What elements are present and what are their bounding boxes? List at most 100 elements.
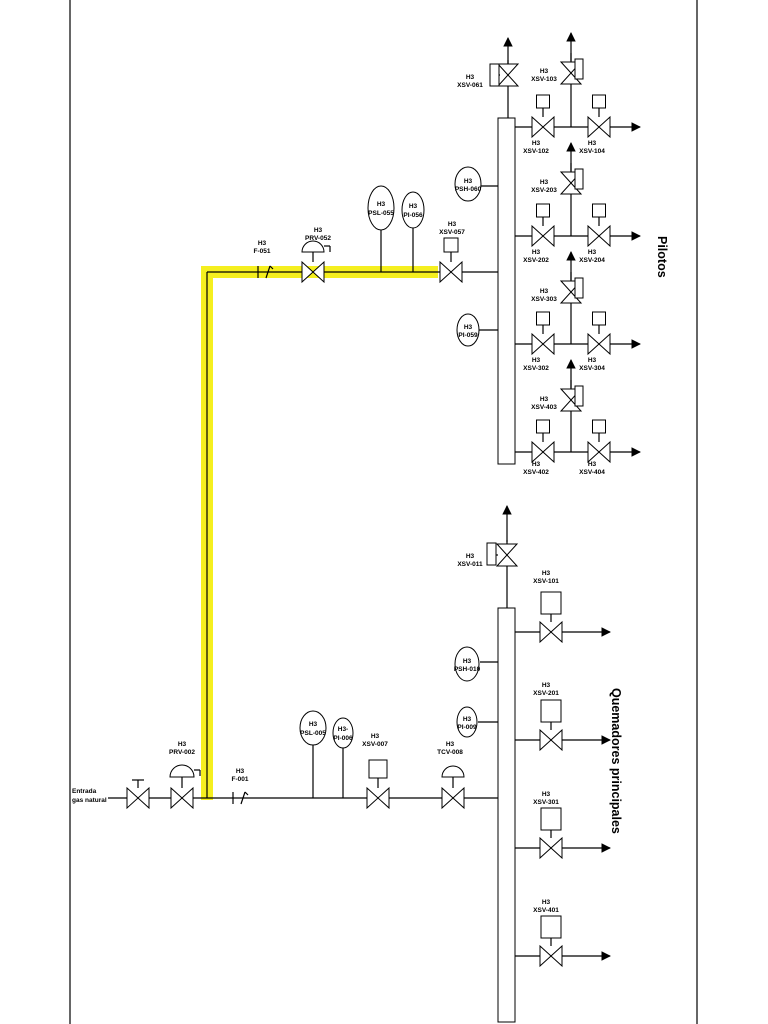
- xsv-203-label-line2: XSV-203: [531, 187, 557, 194]
- xsv-007-actuator: [368, 759, 388, 788]
- xsv-301-valve-body: [539, 836, 563, 860]
- xsv-104-actuator-box: [592, 94, 606, 109]
- xsv-101-label-line1: H3: [542, 570, 551, 577]
- psl-005-gauge-bubble: [299, 710, 327, 746]
- xsv-204-valve: [587, 224, 611, 248]
- xsv-402-valve-body: [531, 440, 555, 464]
- tcv-008-valve: [441, 786, 465, 810]
- main-piping: [108, 117, 516, 1023]
- xsv-201-valve: [539, 728, 563, 752]
- xsv-402-actuator: [536, 419, 550, 442]
- pilot-header: [497, 117, 516, 465]
- prv-052-label-line1: H3: [314, 227, 323, 234]
- xsv-203-label-line1: H3: [540, 179, 549, 186]
- pi-006-gauge-text2: PI-006: [333, 735, 353, 742]
- xsv-057-valve-body: [439, 260, 463, 284]
- xsv-061-label-line1: H3: [466, 74, 475, 81]
- xsv-404-valve-body: [587, 440, 611, 464]
- xsv-401-label-line2: XSV-401: [533, 907, 559, 914]
- psh-060-bubble: [454, 166, 482, 202]
- f-001-label-line2: F-001: [232, 776, 249, 783]
- xsv-007-actuator-box: [368, 759, 388, 779]
- f-051-label-line2: F-051: [254, 248, 271, 255]
- xsv-303-actuator: [574, 277, 584, 299]
- xsv-102-label-line2: XSV-102: [523, 148, 549, 155]
- xsv-011-label-line1: H3: [466, 553, 475, 560]
- pi-059-label-line2: PI-059: [458, 332, 478, 339]
- xsv-201-label-line2: XSV-201: [533, 690, 559, 697]
- xsv-301-label-line2: XSV-301: [533, 799, 559, 806]
- main-burner-header: [497, 607, 516, 1023]
- pi-006-gauge-text1: H3-: [338, 726, 348, 733]
- xsv-203-actuator: [574, 168, 584, 190]
- section-title-quemadores: Quemadores principales: [609, 688, 623, 834]
- xsv-204-valve-body: [587, 224, 611, 248]
- xsv-011-valve: [495, 543, 519, 567]
- xsv-103-label-line2: XSV-103: [531, 76, 557, 83]
- xsv-102-valve-body: [531, 115, 555, 139]
- pi-059-label-line1: H3: [464, 324, 473, 331]
- psl-055-gauge-text1: H3: [377, 201, 386, 208]
- xsv-201-valve-body: [539, 728, 563, 752]
- xsv-402-valve: [531, 440, 555, 464]
- xsv-104-valve: [587, 115, 611, 139]
- xsv-302-valve-body: [531, 332, 555, 356]
- section-title-pilotos: Pilotos: [655, 236, 669, 278]
- xsv-101-valve-body: [539, 620, 563, 644]
- xsv-204-actuator: [592, 203, 606, 226]
- xsv-302-label-line2: XSV-302: [523, 365, 549, 372]
- xsv-061-valve-body: [496, 63, 520, 87]
- inlet-manual-valve: [126, 786, 150, 810]
- xsv-301-actuator: [540, 807, 562, 831]
- inlet-manual-valve-body: [126, 786, 150, 810]
- drawing-frame: [69, 0, 698, 1024]
- tcv-008-label-line1: H3: [446, 741, 455, 748]
- xsv-104-actuator: [592, 94, 606, 117]
- prv-002-diaphragm: [169, 764, 195, 778]
- xsv-404-valve: [587, 440, 611, 464]
- xsv-404-actuator: [592, 419, 606, 442]
- xsv-304-actuator-box: [592, 311, 606, 326]
- xsv-301-valve: [539, 836, 563, 860]
- xsv-061-valve: [496, 63, 520, 87]
- xsv-202-label-line1: H3: [532, 249, 541, 256]
- prv-052-valve: [301, 260, 325, 284]
- inlet-label-line1: Entrada: [72, 788, 97, 795]
- xsv-201-actuator: [540, 699, 562, 723]
- xsv-101-valve: [539, 620, 563, 644]
- xsv-401-label-line1: H3: [542, 899, 551, 906]
- f-051-label-line1: H3: [258, 240, 267, 247]
- tcv-008-diaphragm: [441, 765, 465, 778]
- xsv-403-actuator: [574, 385, 584, 407]
- xsv-303-label-line2: XSV-303: [531, 296, 557, 303]
- xsv-102-actuator-box: [536, 94, 550, 109]
- xsv-103-actuator: [574, 58, 584, 80]
- xsv-404-label-line2: XSV-404: [579, 469, 605, 476]
- xsv-304-label-line1: H3: [588, 357, 597, 364]
- xsv-304-valve: [587, 332, 611, 356]
- prv-002-valve: [170, 786, 194, 810]
- xsv-057-actuator-box: [443, 237, 459, 253]
- xsv-057-label-line2: XSV-057: [439, 229, 465, 236]
- xsv-103-label-line1: H3: [540, 68, 549, 75]
